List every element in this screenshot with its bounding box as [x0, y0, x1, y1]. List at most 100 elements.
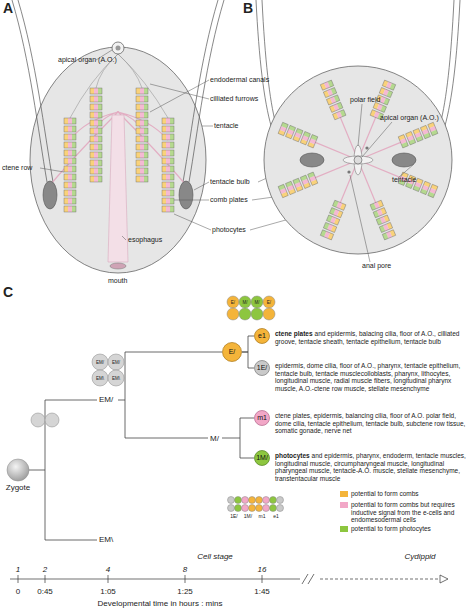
label-box: ctene platesand epidermis, balacing cili… — [275, 330, 470, 345]
label-box: M/ — [255, 300, 260, 305]
time-axis — [10, 574, 314, 584]
label-box: 1:45 — [254, 587, 270, 596]
blastomere — [235, 505, 242, 512]
text-label: 4 — [106, 565, 110, 574]
mouth — [110, 263, 126, 269]
panel-a-animal — [12, 0, 310, 273]
label-box: endodermal canals — [210, 76, 269, 84]
text-label: 1M/ — [244, 513, 252, 519]
apical-organ — [354, 156, 362, 164]
text-label: 16 — [258, 565, 267, 574]
blastomere — [242, 497, 249, 504]
blastomere — [227, 296, 239, 308]
body — [30, 47, 206, 273]
label-box: mouth — [108, 277, 127, 285]
circle-shape — [255, 361, 270, 376]
label-box: 1:25 — [177, 587, 193, 596]
text-label: photocytes — [212, 226, 246, 233]
tree-connector — [242, 336, 254, 352]
label-box: 1M/ — [244, 513, 252, 519]
label-box: EM\ — [99, 535, 113, 544]
ciliated-furrow — [70, 54, 168, 118]
ctene-row — [162, 118, 174, 212]
label-box: Cell stage — [197, 552, 233, 561]
polar-field — [354, 145, 362, 175]
apical-organ — [112, 42, 124, 54]
circle-shape — [255, 451, 270, 466]
label-box: 1E/ — [230, 513, 238, 519]
blastomere — [270, 497, 277, 504]
blastomere — [263, 505, 270, 512]
label-box: 8 — [183, 565, 187, 574]
label-box: 0:45 — [37, 587, 53, 596]
tentacle-bulb — [392, 153, 416, 167]
leader-line — [350, 104, 414, 262]
circle-shape — [255, 329, 270, 344]
legend-swatch — [340, 502, 348, 508]
blastomere — [235, 497, 242, 504]
legend-swatch — [340, 526, 348, 532]
label-box: E/ — [267, 300, 271, 305]
lineage-circle: e1 — [254, 328, 270, 344]
text-label: 2 — [43, 565, 47, 574]
blastomere — [270, 505, 277, 512]
text-label: EM/ — [99, 395, 113, 404]
label-box: cilliated furrows — [210, 95, 258, 103]
text-label: EM\ — [112, 376, 120, 381]
blastomere — [239, 308, 251, 320]
text-label: EM\ — [96, 376, 104, 381]
blastomere — [239, 296, 251, 308]
text-label: tentacle — [392, 176, 417, 183]
label-box: E/ — [231, 300, 235, 305]
blastomere — [277, 505, 284, 512]
label-box: esophagus — [128, 236, 162, 244]
label-box: EM\ — [96, 376, 104, 381]
lineage-circle: 1E/ — [254, 360, 270, 376]
apical-organ-statolith — [116, 46, 121, 51]
label-box: EM/ — [96, 360, 104, 365]
legend-text: potential to form combs — [351, 490, 471, 498]
text-label: Zygote — [6, 483, 30, 492]
label-box: comb plates — [210, 196, 248, 204]
lineage-circle: 1M/ — [254, 450, 270, 466]
ctene-row — [90, 88, 102, 182]
ctene-row — [398, 172, 438, 198]
text-label: comb plates — [210, 196, 248, 203]
text-label: E/ — [231, 300, 235, 305]
text-label: M/ — [243, 300, 248, 305]
text-label: ctene plates, epidermis, balancing cilia… — [275, 412, 465, 434]
text-label: B — [243, 0, 253, 16]
text-label: 1:05 — [100, 587, 116, 596]
text-label: EM/ — [96, 360, 104, 365]
ctene-row — [278, 172, 318, 198]
tree-connector — [242, 352, 254, 368]
ctene-row — [370, 200, 396, 240]
label-box: EM/ — [99, 395, 113, 404]
text-label: Cell stage — [197, 552, 233, 561]
anal-pore — [347, 170, 350, 173]
label-box: 0 — [16, 587, 20, 596]
node-label: 1M/ — [254, 450, 270, 466]
text-label: EM\ — [99, 535, 113, 544]
blastomere — [108, 354, 124, 370]
label-box: 2 — [43, 565, 47, 574]
label-box: apical organ (A.O.) — [380, 114, 439, 122]
text-label: endodermal canals — [210, 76, 269, 83]
label-box: 4 — [106, 565, 110, 574]
esophagus — [108, 115, 128, 262]
text-label: epidermis, dome cilia, floor of A.O., ph… — [275, 362, 460, 392]
timeline — [10, 574, 448, 584]
text-label: 8 — [183, 565, 187, 574]
blastomere — [228, 505, 235, 512]
circle-shape — [255, 411, 270, 426]
text-label: 0 — [16, 587, 20, 596]
blastomere — [256, 505, 263, 512]
label-box: tentacle — [214, 122, 239, 130]
label-box: tentacle bulb — [210, 178, 250, 186]
ctene-row — [320, 80, 346, 120]
text-label: E/ — [267, 300, 271, 305]
label-box: EM\ — [112, 376, 120, 381]
blastomere — [31, 413, 45, 427]
label-box: photocytesand epidermis, pharynx, endode… — [275, 452, 470, 482]
blastomere — [227, 308, 239, 320]
